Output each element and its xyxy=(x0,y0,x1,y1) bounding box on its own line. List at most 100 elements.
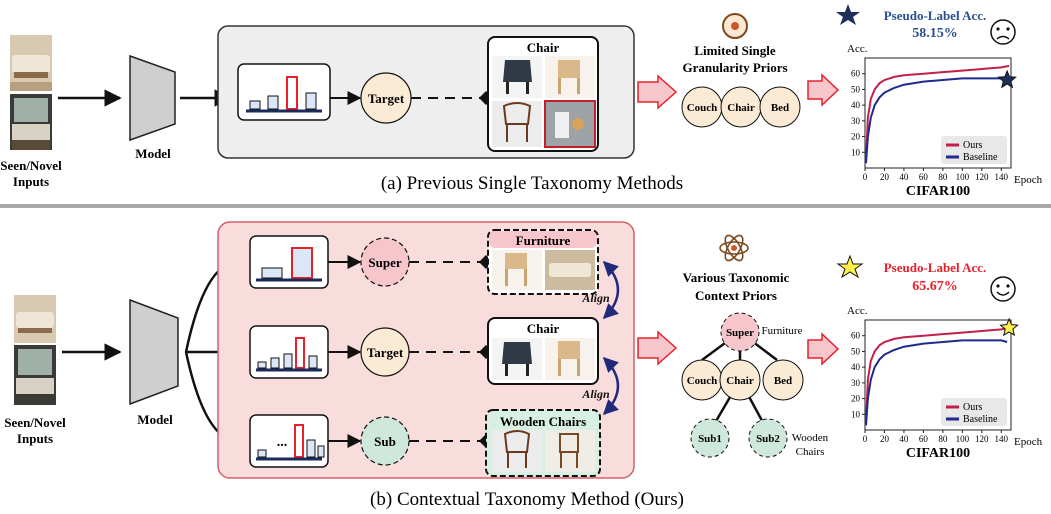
star-icon-b xyxy=(836,254,864,279)
legend-label: Baseline xyxy=(963,414,998,425)
panel-b-transfer-arrow xyxy=(637,330,678,366)
chair-title-b: Chair xyxy=(527,321,560,336)
legend-label: Ours xyxy=(963,402,983,413)
target-label-b: Target xyxy=(367,345,404,360)
inputs-label-b: Seen/Novel xyxy=(4,415,66,430)
series-line-baseline xyxy=(865,77,1008,164)
y-tick-label: 60 xyxy=(851,331,861,341)
tree-super-label: Super xyxy=(726,327,754,339)
y-tick-label: 20 xyxy=(851,394,861,404)
x-axis-label: Epoch xyxy=(1014,174,1043,186)
series-line-baseline xyxy=(865,339,1008,426)
x-tick-label: 20 xyxy=(880,434,890,444)
inputs-label: Seen/Novel xyxy=(0,158,62,173)
limited-prior-icon xyxy=(722,13,748,39)
x-tick-label: 100 xyxy=(956,434,970,444)
histogram-card-target xyxy=(249,325,329,379)
legend-label: Ours xyxy=(963,140,983,151)
wooden-chair-images xyxy=(492,430,595,472)
star-marker xyxy=(999,317,1019,337)
y-tick-label: 40 xyxy=(851,100,861,110)
x-tick-label: 140 xyxy=(995,172,1009,182)
y-tick-label: 10 xyxy=(851,147,861,157)
pseudo-label-value: 58.15% xyxy=(912,26,958,41)
tree-node-super xyxy=(720,312,760,352)
furniture-title: Furniture xyxy=(516,233,571,248)
x-tick-label: 40 xyxy=(899,434,909,444)
y-tick-label: 60 xyxy=(851,69,861,79)
x-tick-label: 120 xyxy=(975,434,989,444)
smile-face-icon xyxy=(990,276,1016,302)
priors-title: Limited Single xyxy=(694,43,775,58)
pseudo-label-value-b: 65.67% xyxy=(912,279,958,294)
atom-icon xyxy=(719,234,749,262)
tree-node-chair xyxy=(719,359,761,401)
tree-sub1-label: Sub1 xyxy=(698,433,722,445)
x-tick-label: 100 xyxy=(956,172,970,182)
pseudo-label-title: Pseudo-Label Acc. xyxy=(884,8,987,23)
x-tick-label: 60 xyxy=(919,434,929,444)
tree-couch-label: Couch xyxy=(687,375,718,387)
model-trapezoid-b xyxy=(129,298,179,406)
prior-chair-label: Chair xyxy=(727,102,755,114)
caption-panel-a: (a) Previous Single Taxonomy Methods xyxy=(381,173,683,194)
x-tick-label: 0 xyxy=(863,172,868,182)
chair-images-b xyxy=(492,338,595,380)
tree-chair-label: Chair xyxy=(726,375,754,387)
x-tick-label: 40 xyxy=(899,172,909,182)
histogram-card-sub: ... xyxy=(249,414,329,468)
star-icon xyxy=(836,4,860,25)
chart-dataset-label: CIFAR100 xyxy=(906,446,970,461)
priors-title-2: Granularity Priors xyxy=(682,60,787,75)
y-axis-label: Acc. xyxy=(847,43,868,55)
priors-title-b-2: Context Priors xyxy=(695,288,777,303)
input-image-sofa-b xyxy=(14,295,56,343)
prior-node-bed xyxy=(759,86,801,128)
y-tick-label: 10 xyxy=(851,409,861,419)
x-tick-label: 80 xyxy=(938,434,948,444)
prior-bed-label: Bed xyxy=(771,102,789,114)
inputs-label-2: Inputs xyxy=(13,174,49,189)
target-label: Target xyxy=(368,91,405,106)
tree-sub-note: Wooden xyxy=(792,432,829,444)
input-image-bedroom-b xyxy=(14,345,56,405)
x-tick-label: 120 xyxy=(975,172,989,182)
tree-node-sub1 xyxy=(690,418,730,458)
chair-images xyxy=(492,56,596,148)
series-line-ours xyxy=(865,326,1010,423)
priors-title-b: Various Taxonomic xyxy=(683,270,790,285)
y-tick-label: 30 xyxy=(851,378,861,388)
y-tick-label: 30 xyxy=(851,116,861,126)
chart-dataset-label: CIFAR100 xyxy=(906,184,970,199)
model-trapezoid xyxy=(129,54,176,142)
series-line-ours xyxy=(865,64,1010,161)
super-label: Super xyxy=(368,255,401,270)
align-label-top: Align xyxy=(581,291,610,305)
panel-a: Seen/Novel Inputs Model Target Chair xyxy=(0,4,1043,199)
class-box-title: Chair xyxy=(527,40,560,55)
tree-bed-label: Bed xyxy=(774,375,792,387)
legend-label: Baseline xyxy=(963,152,998,163)
model-label: Model xyxy=(135,146,171,161)
furniture-header-fill xyxy=(489,231,597,248)
histogram-card xyxy=(237,63,331,121)
x-tick-label: 0 xyxy=(863,434,868,444)
x-tick-label: 60 xyxy=(919,172,929,182)
sad-face-icon xyxy=(990,19,1016,45)
tree-node-sub2 xyxy=(748,418,788,458)
sub-label: Sub xyxy=(374,434,396,449)
caption-panel-b: (b) Contextual Taxonomy Method (Ours) xyxy=(370,489,684,510)
x-tick-label: 20 xyxy=(880,172,890,182)
input-image-sofa xyxy=(10,35,52,91)
y-axis-label: Acc. xyxy=(847,305,868,317)
tree-node-bed xyxy=(762,359,804,401)
align-arrow-bottom xyxy=(602,356,620,416)
panel-b-result-arrow xyxy=(807,332,840,366)
histogram-ellipsis: ... xyxy=(277,435,288,450)
panel-b: Seen/Novel Inputs Model Super Furniture xyxy=(4,221,1043,510)
panel-a-result-arrow xyxy=(807,73,840,107)
y-tick-label: 50 xyxy=(851,84,861,94)
histogram-card-super xyxy=(249,235,329,289)
